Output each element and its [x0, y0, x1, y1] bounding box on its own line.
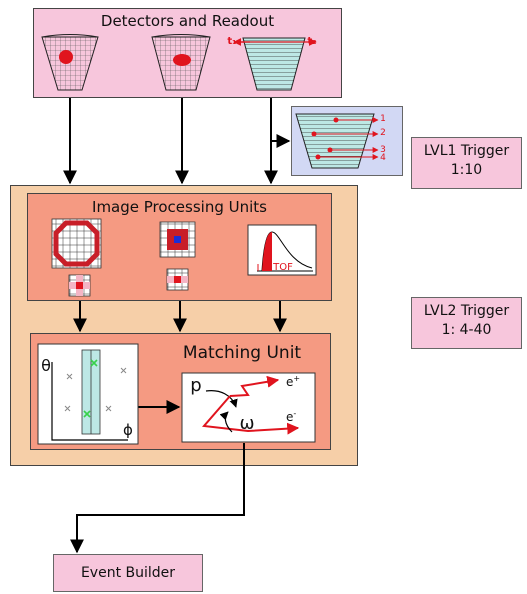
event-builder-label: Event Builder	[80, 565, 176, 581]
tof-detector-icon	[233, 37, 317, 91]
omega-label: ω	[239, 413, 255, 434]
lvl1-trigger-box	[411, 137, 522, 189]
lvl2-trigger-box	[411, 297, 522, 349]
lvl1-trigger-label: LVL1 Trigger	[423, 143, 510, 159]
theta-axis-label: θ	[41, 356, 51, 375]
matching-unit-title: Matching Unit	[182, 343, 302, 363]
phi-axis-label: ϕ	[123, 421, 133, 439]
lvl2-trigger-label: LVL2 Trigger	[423, 303, 510, 319]
lvl1-track-label-1: 1	[380, 114, 386, 124]
lvl1-tof-icon	[295, 113, 379, 169]
t2-label: t₂	[307, 36, 317, 47]
theta-phi-panel	[37, 343, 139, 445]
lvl2-trigger-ratio: 1: 4-40	[441, 322, 492, 338]
rich-detector-icon	[41, 34, 99, 91]
dilepton-panel	[181, 372, 316, 443]
tof-histogram-icon	[247, 224, 317, 276]
event-builder-box	[53, 554, 203, 592]
p-label: p	[190, 375, 202, 396]
lvl1-track-label-3: 3	[380, 145, 386, 155]
e-minus-symbol: e	[286, 410, 294, 424]
e-minus-sup: -	[293, 409, 297, 418]
e-minus-label: e-	[286, 409, 304, 424]
tracking-detector-icon	[151, 34, 211, 91]
t1-label: t₁	[227, 36, 237, 47]
lvl1-track-label-4: 4	[380, 153, 386, 163]
e-plus-symbol: e	[286, 375, 294, 389]
shower-image-icon	[159, 221, 196, 291]
detectors-title: Detectors and Readout	[100, 12, 275, 30]
e-plus-sup: +	[293, 374, 301, 383]
tof-label: TOF	[273, 262, 293, 273]
image-processing-units-title: Image Processing Units	[92, 198, 267, 216]
flow-arrows	[63, 98, 291, 554]
lvl1-track-label-2: 2	[380, 128, 386, 138]
lvl1-trigger-ratio: 1:10	[450, 162, 483, 178]
ring-image-icon	[51, 218, 102, 297]
e-plus-label: e+	[286, 374, 304, 389]
